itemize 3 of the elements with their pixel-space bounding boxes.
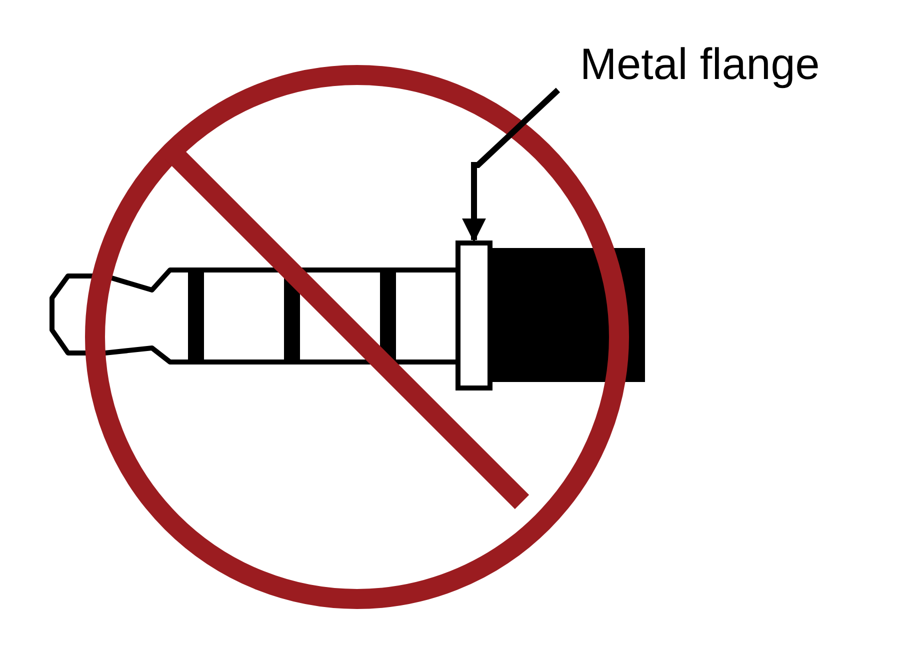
leader-arrow [462, 88, 560, 242]
callout-label: Metal flange [580, 40, 820, 90]
metal-flange [456, 240, 492, 390]
